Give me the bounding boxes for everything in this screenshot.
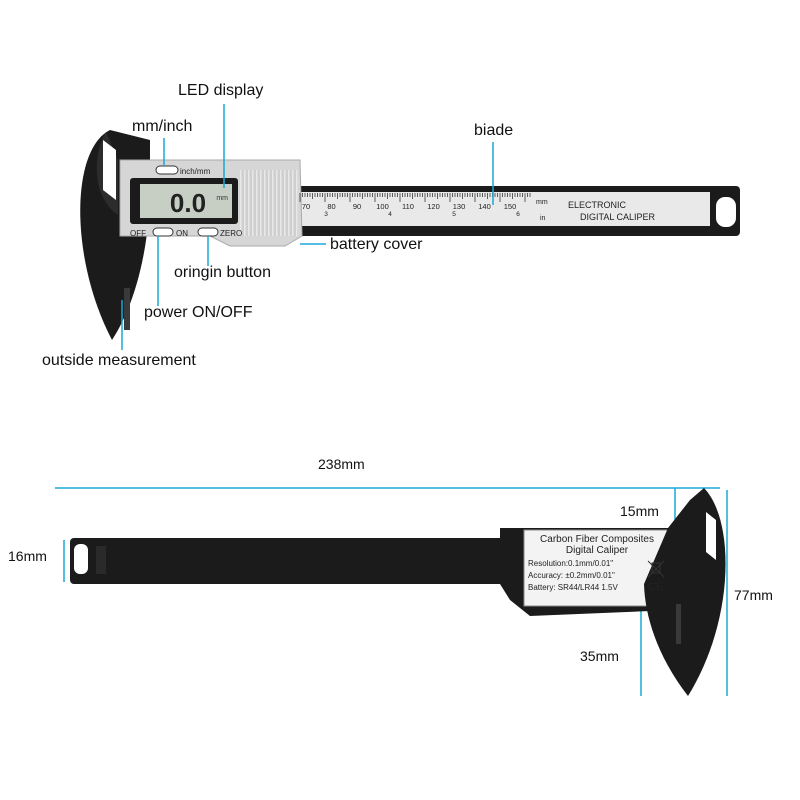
inch-mark: 4 [388,211,392,218]
inch-mark: 3 [324,211,328,218]
bottom-beam-hole [74,544,88,574]
label-accuracy: Accuracy: ±0.2mm/0.01" [528,571,615,580]
top-lcd-digits: 0.0 [170,188,206,218]
top-lcd-screen [140,184,232,218]
dim-length: 238mm [318,456,365,472]
power-button[interactable] [152,227,174,237]
inch-mm-button[interactable] [155,165,179,175]
bottom-jaw-slot [706,512,716,560]
callout-battery-cover: battery cover [330,236,423,253]
callout-mm-inch: mm/inch [132,118,193,135]
zero-button[interactable] [197,227,219,237]
label-battery: Battery: SR44/LR44 1.5V [528,583,618,592]
inch-mm-button-label: inch/mm [180,167,211,176]
bottom-fixed-jaw [644,488,726,696]
scale-mm-unit: mm [536,199,548,206]
bottom-caliper: Carbon Fiber Composites Digital Caliper … [70,488,726,696]
bottom-beam-slot [96,546,106,574]
dimension-lines [55,487,728,696]
top-beam-scale-plate [300,192,710,226]
dim-jaw-depth: 35mm [580,648,619,664]
label-resolution: Resolution:0.1mm/0.01" [528,559,613,568]
top-caliper: 0.0 mm inch/mm OFF ON ZERO 70 80 90 100 110 1… [80,130,740,340]
off-label: OFF [130,229,146,238]
top-jaw-slot [103,140,116,200]
dim-total-height: 77mm [734,587,773,603]
scale-number: 110 [402,202,414,211]
scale-number: 100 [376,202,389,211]
top-beam-hole [716,197,736,227]
top-scale-numbers: 70 80 90 100 110 120 130 140 150 [302,202,516,211]
beam-text-line2: DIGITAL CALIPER [580,212,656,222]
on-label: ON [176,229,188,238]
label-line2: Digital Caliper [566,545,629,556]
scale-number: 120 [427,202,440,211]
scale-number: 80 [327,202,335,211]
beam-text-line1: ELECTRONIC [568,200,627,210]
zero-label: ZERO [220,229,242,238]
bottom-jaw-gap [676,604,681,644]
scale-number: 70 [302,202,310,211]
callout-blade: biade [474,122,514,139]
callout-origin-button: oringin button [174,264,271,281]
top-scale-ticks [299,193,531,202]
callout-led-display: LED display [178,82,264,99]
ce-mark: CE [648,581,663,593]
scale-number: 90 [353,202,361,211]
scale-number: 130 [453,202,466,211]
scale-number: 140 [478,202,491,211]
callout-outside-measurement: outside measurement [42,352,196,369]
dim-jaw-width: 15mm [620,503,659,519]
callout-lines [121,104,494,350]
weee-bin-icon [647,560,665,578]
inch-mark: 5 [452,211,456,218]
scale-in-unit: in [540,215,546,222]
dim-beam-height: 16mm [8,548,47,564]
top-inch-marks: 3 4 5 6 [324,211,520,218]
scale-number: 150 [504,202,517,211]
top-lcd-unit: mm [216,195,228,202]
top-slider-ribs [240,170,298,236]
top-jaw-gap [124,288,130,330]
callout-power: power ON/OFF [144,304,253,321]
inch-mark: 6 [516,211,520,218]
label-line1: Carbon Fiber Composites [540,534,654,545]
